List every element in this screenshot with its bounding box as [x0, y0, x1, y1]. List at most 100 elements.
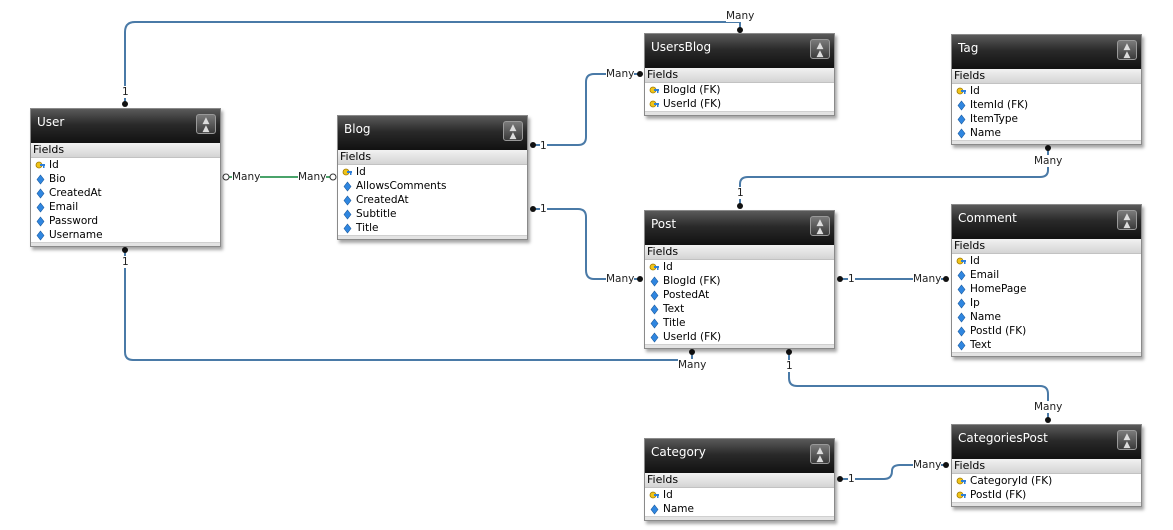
entity-header[interactable]: Blog▲▲ [338, 116, 527, 150]
field-name: Title [663, 317, 686, 329]
entity-footer [952, 352, 1141, 356]
relationship-user-post[interactable] [122, 247, 695, 361]
field-row[interactable]: UserId (FK) [645, 97, 834, 111]
relationship-post-categoriespost[interactable] [786, 349, 1051, 423]
field-row[interactable]: Id [952, 254, 1141, 268]
entity-header[interactable]: Comment▲▲ [952, 205, 1141, 239]
cardinality-to-label: Many [298, 171, 327, 183]
relationship-blog-usersblog[interactable] [530, 71, 643, 148]
fields-section-header[interactable]: Fields [31, 143, 220, 158]
field-row[interactable]: Id [338, 165, 527, 179]
relationship-post-tag[interactable] [737, 145, 1051, 209]
cardinality-to-label: Many [606, 273, 635, 285]
field-row[interactable]: Name [952, 310, 1141, 324]
cardinality-to-label: Many [1034, 401, 1063, 413]
field-row[interactable]: Username [31, 228, 220, 242]
connector-line[interactable] [533, 208, 640, 280]
collapse-icon[interactable]: ▲▲ [196, 114, 216, 134]
entity-title: Category [651, 445, 706, 459]
field-row[interactable]: Text [952, 338, 1141, 352]
fields-section-header[interactable]: Fields [645, 245, 834, 260]
connector-endpoint [786, 349, 792, 355]
collapse-icon[interactable]: ▲▲ [810, 39, 830, 59]
connector-endpoint [530, 206, 536, 212]
field-row[interactable]: PostedAt [645, 288, 834, 302]
connector-line[interactable] [533, 73, 640, 146]
field-row[interactable]: BlogId (FK) [645, 83, 834, 97]
field-row[interactable]: Title [338, 221, 527, 235]
entity-title: Tag [958, 41, 979, 55]
field-name: Name [970, 127, 1001, 139]
field-row[interactable]: Id [645, 488, 834, 502]
connector-line[interactable] [788, 352, 1049, 420]
field-row[interactable]: Subtitle [338, 207, 527, 221]
field-row[interactable]: Id [31, 158, 220, 172]
collapse-icon[interactable]: ▲▲ [1117, 210, 1137, 230]
collapse-icon[interactable]: ▲▲ [810, 444, 830, 464]
field-name: PostId (FK) [970, 325, 1027, 337]
field-row[interactable]: Password [31, 214, 220, 228]
field-row[interactable]: Ip [952, 296, 1141, 310]
entity-header[interactable]: Tag ▲▲ [952, 35, 1141, 69]
field-row[interactable]: CreatedAt [338, 193, 527, 207]
field-row[interactable]: PostId (FK) [952, 324, 1141, 338]
relationship-category-categoriespost[interactable] [837, 462, 949, 482]
connector-endpoint [530, 142, 536, 148]
entity-footer [952, 502, 1141, 506]
collapse-icon[interactable]: ▲▲ [810, 216, 830, 236]
field-row[interactable]: Email [31, 200, 220, 214]
field-row[interactable]: Name [952, 126, 1141, 140]
field-row[interactable]: Text [645, 302, 834, 316]
cardinality-from-label: 1 [848, 273, 855, 285]
fields-section-header[interactable]: Fields [952, 459, 1141, 474]
entity-header[interactable]: Category ▲▲ [645, 439, 834, 473]
field-row[interactable]: ItemType [952, 112, 1141, 126]
field-row[interactable]: HomePage [952, 282, 1141, 296]
relationship-user-usersblog[interactable] [122, 21, 743, 107]
collapse-icon[interactable]: ▲▲ [1117, 40, 1137, 60]
connector-line[interactable] [124, 250, 693, 361]
field-row[interactable]: Bio [31, 172, 220, 186]
field-row[interactable]: PostId (FK) [952, 488, 1141, 502]
field-name: Id [663, 489, 673, 501]
field-row[interactable]: CategoryId (FK) [952, 474, 1141, 488]
field-row[interactable]: Id [645, 260, 834, 274]
field-row[interactable]: UserId (FK) [645, 330, 834, 344]
fields-section-header[interactable]: Fields [645, 68, 834, 83]
field-row[interactable]: Name [645, 502, 834, 516]
field-row[interactable]: ItemId (FK) [952, 98, 1141, 112]
entity-header[interactable]: UsersBlog ▲▲ [645, 34, 834, 68]
entity-title: UsersBlog [651, 40, 712, 54]
relationship-blog-post[interactable] [530, 206, 643, 282]
field-row[interactable]: CreatedAt [31, 186, 220, 200]
fields-section-header[interactable]: Fields [952, 239, 1141, 254]
connector-line[interactable] [124, 21, 741, 104]
entity-header[interactable]: CategoriesPost▲▲ [952, 425, 1141, 459]
fields-section-header[interactable]: Fields [338, 150, 527, 165]
field-name: Ip [970, 297, 980, 309]
entity-header[interactable]: User▲▲ [31, 109, 220, 143]
field-row[interactable]: Id [952, 84, 1141, 98]
field-row[interactable]: BlogId (FK) [645, 274, 834, 288]
field-row[interactable]: Email [952, 268, 1141, 282]
cardinality-from-label: Many [232, 171, 261, 183]
connector-line[interactable] [840, 464, 946, 480]
fields-section-header[interactable]: Fields [952, 69, 1141, 84]
fields-section-header[interactable]: Fields [645, 473, 834, 488]
field-row[interactable]: Title [645, 316, 834, 330]
entity-footer [952, 140, 1141, 144]
entity-header[interactable]: Post▲▲ [645, 211, 834, 245]
collapse-icon[interactable]: ▲▲ [503, 121, 523, 141]
collapse-icon[interactable]: ▲▲ [1117, 430, 1137, 450]
field-row[interactable]: AllowsComments [338, 179, 527, 193]
connector-line[interactable] [739, 148, 1049, 206]
field-name: BlogId (FK) [663, 84, 721, 96]
